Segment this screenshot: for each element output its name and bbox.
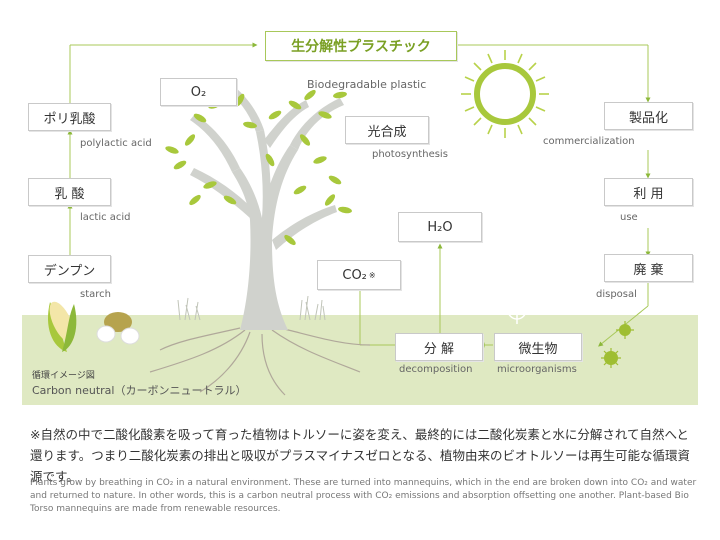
lactic-box: 乳 酸 [28, 178, 111, 206]
microorganisms-label: 微生物 [518, 341, 558, 357]
sun-icon [461, 50, 549, 138]
disposal-box: 廃 棄 [604, 254, 693, 282]
commercial-en: commercialization [543, 136, 635, 147]
microorganisms-box: 微生物 [494, 333, 582, 361]
legend-main: Carbon neutral（カーボンニュートラル） [32, 384, 247, 397]
photosynthesis-en: photosynthesis [372, 149, 448, 160]
commercial-box: 製品化 [604, 102, 693, 130]
microbe-icon [601, 321, 634, 368]
h2o-label: H₂O [427, 219, 453, 235]
lactic-label: 乳 酸 [54, 186, 85, 202]
note-jp: ※自然の中で二酸化酸素を吸って育った植物はトルソーに姿を変え、最終的には二酸化炭… [30, 427, 691, 484]
arrow-disposal-to-microbe [598, 282, 649, 347]
microorganisms-en: microorganisms [497, 364, 577, 375]
use-box: 利 用 [604, 178, 693, 206]
disposal-en: disposal [596, 289, 637, 300]
starch-en: starch [80, 289, 111, 300]
o2-box: O₂ [160, 78, 237, 106]
pla-en: polylactic acid [80, 138, 152, 149]
tree-icon [149, 82, 371, 396]
pla-box: ポリ乳酸 [28, 103, 111, 131]
use-label: 利 用 [633, 186, 664, 202]
title-box: 生分解性プラスチック [265, 31, 457, 61]
corn-icon [47, 301, 77, 352]
legend-small: 循環イメージ図 [32, 371, 95, 381]
decomposition-label: 分 解 [423, 341, 455, 357]
photosynthesis-box: 光合成 [345, 116, 429, 144]
potato-icon [96, 312, 140, 345]
decomposition-en: decomposition [399, 364, 473, 375]
photosynthesis-label: 光合成 [367, 124, 407, 140]
co2-footnote-mark: ※ [368, 270, 376, 280]
title-text: 生分解性プラスチック [291, 39, 431, 55]
arrow-title-to-commercial [455, 44, 651, 103]
co2-box: CO₂ ※ [317, 260, 401, 290]
lactic-en: lactic acid [80, 212, 131, 223]
o2-label: O₂ [190, 84, 207, 100]
starch-box: デンプン [28, 255, 111, 283]
co2-label: CO₂ [342, 267, 367, 283]
starch-label: デンプン [43, 263, 96, 279]
h2o-box: H₂O [398, 212, 482, 242]
decomposition-box: 分 解 [395, 333, 483, 361]
pla-label: ポリ乳酸 [43, 111, 96, 127]
use-en: use [620, 212, 638, 223]
disposal-label: 廃 棄 [633, 262, 664, 278]
subtitle-en: Biodegradable plastic [307, 78, 427, 91]
arrow-pla-to-title [69, 42, 258, 103]
note-en: Plants grow by breathing in CO₂ in a nat… [30, 478, 697, 514]
arrow-decomp-to-co2 [359, 290, 395, 346]
microbe-outline-icon [503, 296, 531, 324]
commercial-label: 製品化 [628, 110, 668, 126]
